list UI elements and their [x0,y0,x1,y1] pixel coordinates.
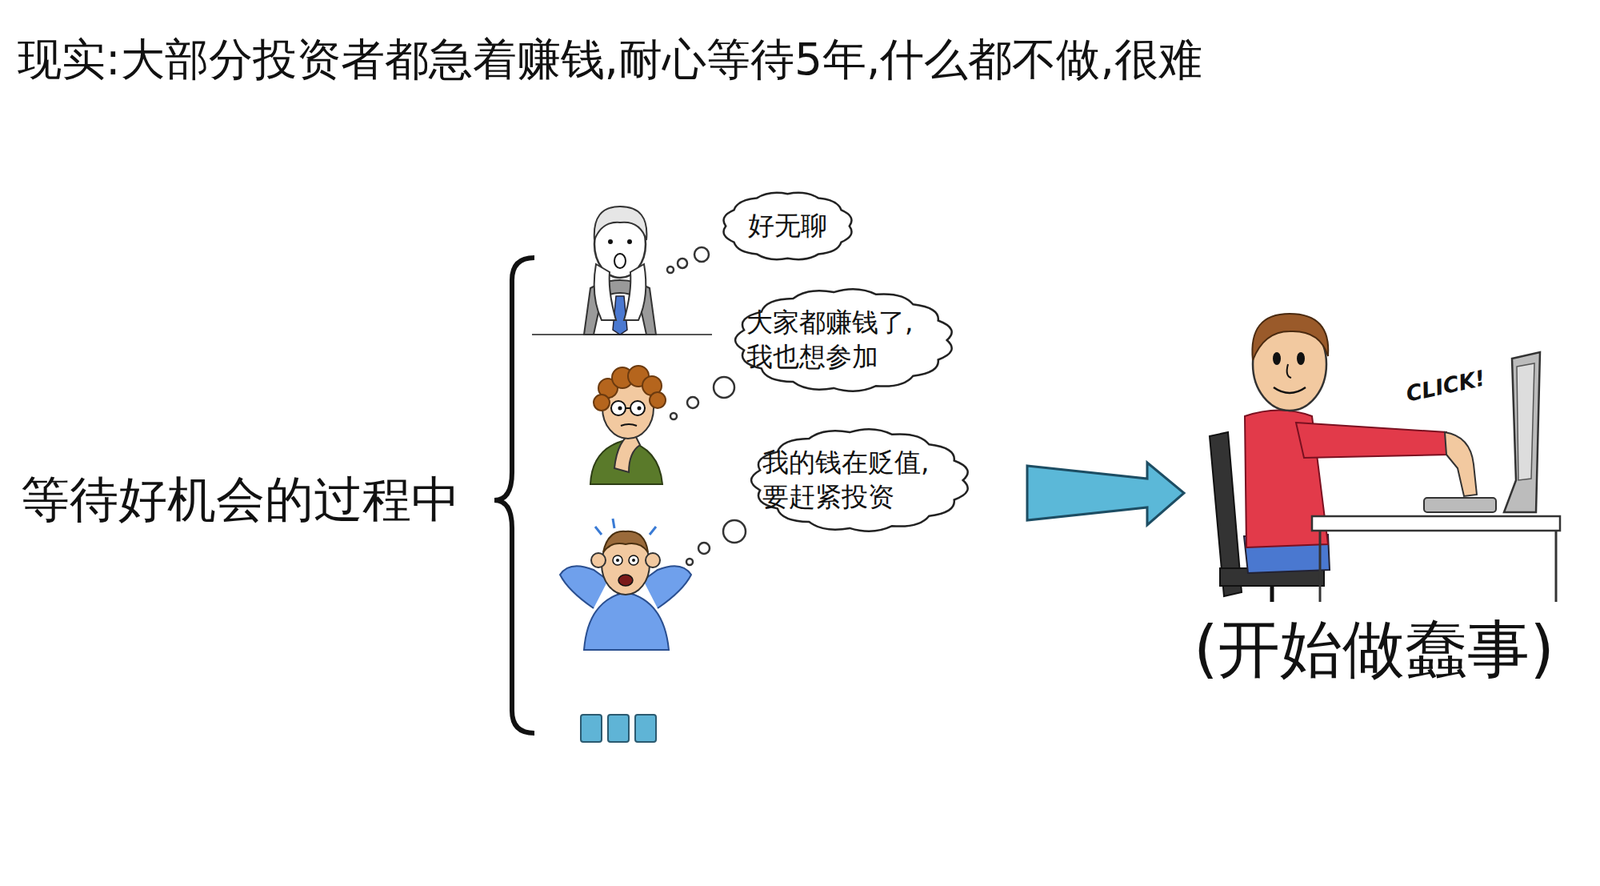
result-label: (开始做蠢事) [1193,608,1555,692]
cloud-text: 大家都赚钱了, 我也想参加 [746,305,942,375]
thought-cloud: 好无聊 [717,188,858,264]
thought-dots [667,247,709,273]
title: 现实:大部分投资者都急着赚钱,耐心等待5年,什么都不做,很难 [17,30,1203,90]
clicking-man [1209,313,1560,602]
click-label: CLICK! [1404,364,1488,406]
cloud-outline [730,284,959,396]
cloud-text: 好无聊 [748,208,828,244]
cloud-shape [735,288,952,392]
thinking-man [590,365,666,484]
thought-cloud: 我的钱在贬值, 要赶紧投资 [746,424,975,536]
cloud-shape [723,192,852,259]
thought-dots [686,520,746,565]
cloud-shape [751,428,968,532]
bored-man [532,206,712,335]
more-blocks [580,714,656,742]
thought-dots [670,376,735,420]
block-arrow [1027,462,1184,525]
cloud-outline [746,424,975,536]
cloud-text: 我的钱在贬值, 要赶紧投资 [762,445,958,515]
panicking-man [560,518,692,650]
curly-bracket [494,257,535,733]
side-label: 等待好机会的过程中 [20,467,460,533]
thought-cloud: 大家都赚钱了, 我也想参加 [730,284,959,396]
